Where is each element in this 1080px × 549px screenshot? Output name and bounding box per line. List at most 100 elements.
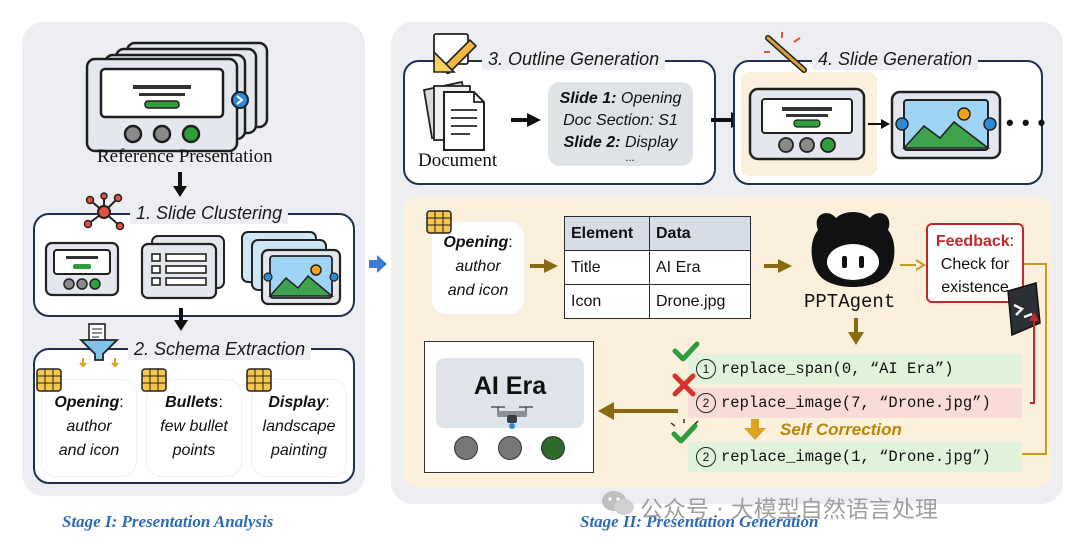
card-key: Opening	[443, 234, 509, 251]
card-line: and icon	[58, 442, 120, 459]
outline-slide1-val: Opening	[620, 90, 682, 107]
schema-card-bullets: Bullets: few bullet points	[147, 380, 241, 476]
card-key: Opening	[54, 394, 120, 411]
card-line: landscape	[262, 418, 336, 435]
step-number: 1	[696, 359, 716, 379]
code-row-error-bg	[688, 388, 1022, 418]
table-header: Data	[649, 216, 751, 251]
feedback-line: Check for	[940, 256, 1010, 273]
arrow-right-brown-icon	[530, 259, 558, 273]
code-row-success-bg	[688, 354, 1022, 384]
filter-funnel-icon	[78, 323, 120, 368]
card-line: few bullet	[160, 418, 228, 435]
arrow-right-dashed-icon	[900, 259, 926, 271]
card-key: Display	[268, 394, 326, 411]
arrow-down-icon-2	[174, 308, 188, 331]
feedback-box: Feedback: Check for existence	[926, 223, 1024, 303]
slide-generation-title: 4. Slide Generation	[812, 49, 979, 70]
check-sparkle-icon	[670, 419, 699, 444]
code-line-3: 2 replace_image(1, “Drone.jpg”)	[696, 442, 991, 472]
display-slide-icon	[241, 231, 342, 306]
check-icon	[672, 341, 700, 362]
code-row-fixed-bg	[688, 442, 1022, 472]
arrow-down-icon	[173, 172, 187, 197]
arrow-left-brown-icon	[598, 402, 678, 420]
card-line: points	[172, 442, 216, 459]
cluster-network-icon	[83, 192, 125, 231]
card-sep: :	[325, 394, 330, 411]
watermark-text: 公众号 · 大模型自然语言处理	[640, 497, 938, 523]
generated-display-slide-icon	[890, 90, 1002, 160]
arrow-right-icon	[511, 113, 541, 127]
spreadsheet-icon	[246, 368, 272, 392]
schema-card-display: Display: landscape painting	[252, 380, 346, 476]
outline-slide2-val: Display	[624, 134, 678, 151]
slide-clustering-title: 1. Slide Clustering	[130, 203, 289, 224]
card-line: painting	[270, 442, 328, 459]
feedback-title: Feedback	[935, 233, 1010, 250]
input-schema-card: Opening: author and icon	[432, 222, 524, 314]
step-number: 2	[696, 393, 716, 413]
table-header: Element	[564, 216, 650, 251]
reference-presentation-label: Reference Presentation	[97, 146, 273, 167]
card-line: author	[455, 258, 501, 275]
card-sep: :	[508, 234, 513, 251]
output-button-3	[541, 436, 565, 460]
code-text: replace_image(1, “Drone.jpg”)	[721, 448, 991, 466]
outline-generation-title: 3. Outline Generation	[482, 49, 666, 70]
code-line-2: 2 replace_image(7, “Drone.jpg”)	[696, 388, 991, 418]
spreadsheet-icon	[426, 210, 452, 234]
arrow-right-brown-icon-2	[764, 259, 792, 273]
output-button-1	[454, 436, 478, 460]
code-text: replace_image(7, “Drone.jpg”)	[721, 394, 991, 412]
wechat-icon	[602, 491, 634, 515]
arrow-down-brown-icon	[848, 318, 864, 345]
design-tools-icon	[433, 33, 478, 74]
code-text: replace_span(0, “AI Era”)	[721, 360, 954, 378]
arrow-down-yellow-icon	[744, 419, 766, 440]
pptagent-logo-icon	[811, 212, 895, 287]
cross-icon	[672, 373, 696, 397]
step-number: 2	[696, 447, 716, 467]
generated-opening-slide-icon	[748, 87, 866, 161]
table-cell: Drone.jpg	[649, 284, 751, 319]
stage1-caption: Stage I: Presentation Analysis	[62, 512, 274, 531]
card-line: author	[66, 418, 112, 435]
feedback-line: existence	[941, 279, 1009, 296]
spreadsheet-icon	[36, 368, 62, 392]
pptagent-label: PPTAgent	[804, 291, 896, 313]
slides-ellipsis: • • •	[1006, 110, 1047, 135]
table-cell: AI Era	[649, 250, 751, 285]
schema-card-opening: Opening: author and icon	[42, 380, 136, 476]
arrow-right-icon-3	[868, 119, 890, 129]
reference-presentation-icon	[85, 41, 269, 153]
terminal-icon	[1007, 282, 1041, 337]
code-line-1: 1 replace_span(0, “AI Era”)	[696, 354, 954, 384]
table-cell: Title	[564, 250, 650, 285]
card-sep: :	[119, 394, 124, 411]
document-icon	[422, 80, 485, 151]
bullets-slide-icon	[140, 235, 225, 300]
schema-extraction-title: 2. Schema Extraction	[128, 339, 312, 360]
card-line: and icon	[447, 282, 509, 299]
opening-slide-icon	[44, 241, 120, 297]
table-cell: Icon	[564, 284, 650, 319]
output-title: AI Era	[473, 372, 547, 400]
outline-card: Slide 1: Opening Doc Section: S1 Slide 2…	[548, 82, 693, 166]
document-label: Document	[418, 150, 498, 171]
drone-icon	[491, 406, 533, 429]
spreadsheet-icon	[141, 368, 167, 392]
card-sep: :	[218, 394, 223, 411]
output-button-2	[498, 436, 522, 460]
magic-wand-icon	[764, 32, 807, 73]
stage2-caption: Stage II: Presentation Generation	[580, 512, 819, 531]
card-key: Bullets	[165, 394, 219, 411]
outline-slide2-key: Slide 2:	[563, 134, 621, 151]
self-correction-label: Self Correction	[780, 420, 902, 439]
feedback-sep: :	[1009, 233, 1015, 250]
outline-ellipsis: ...	[625, 152, 636, 164]
stage-connector-arrow-icon	[369, 255, 387, 273]
outline-doc-section: Doc Section: S1	[563, 112, 678, 129]
outline-slide1-key: Slide 1:	[559, 90, 617, 107]
